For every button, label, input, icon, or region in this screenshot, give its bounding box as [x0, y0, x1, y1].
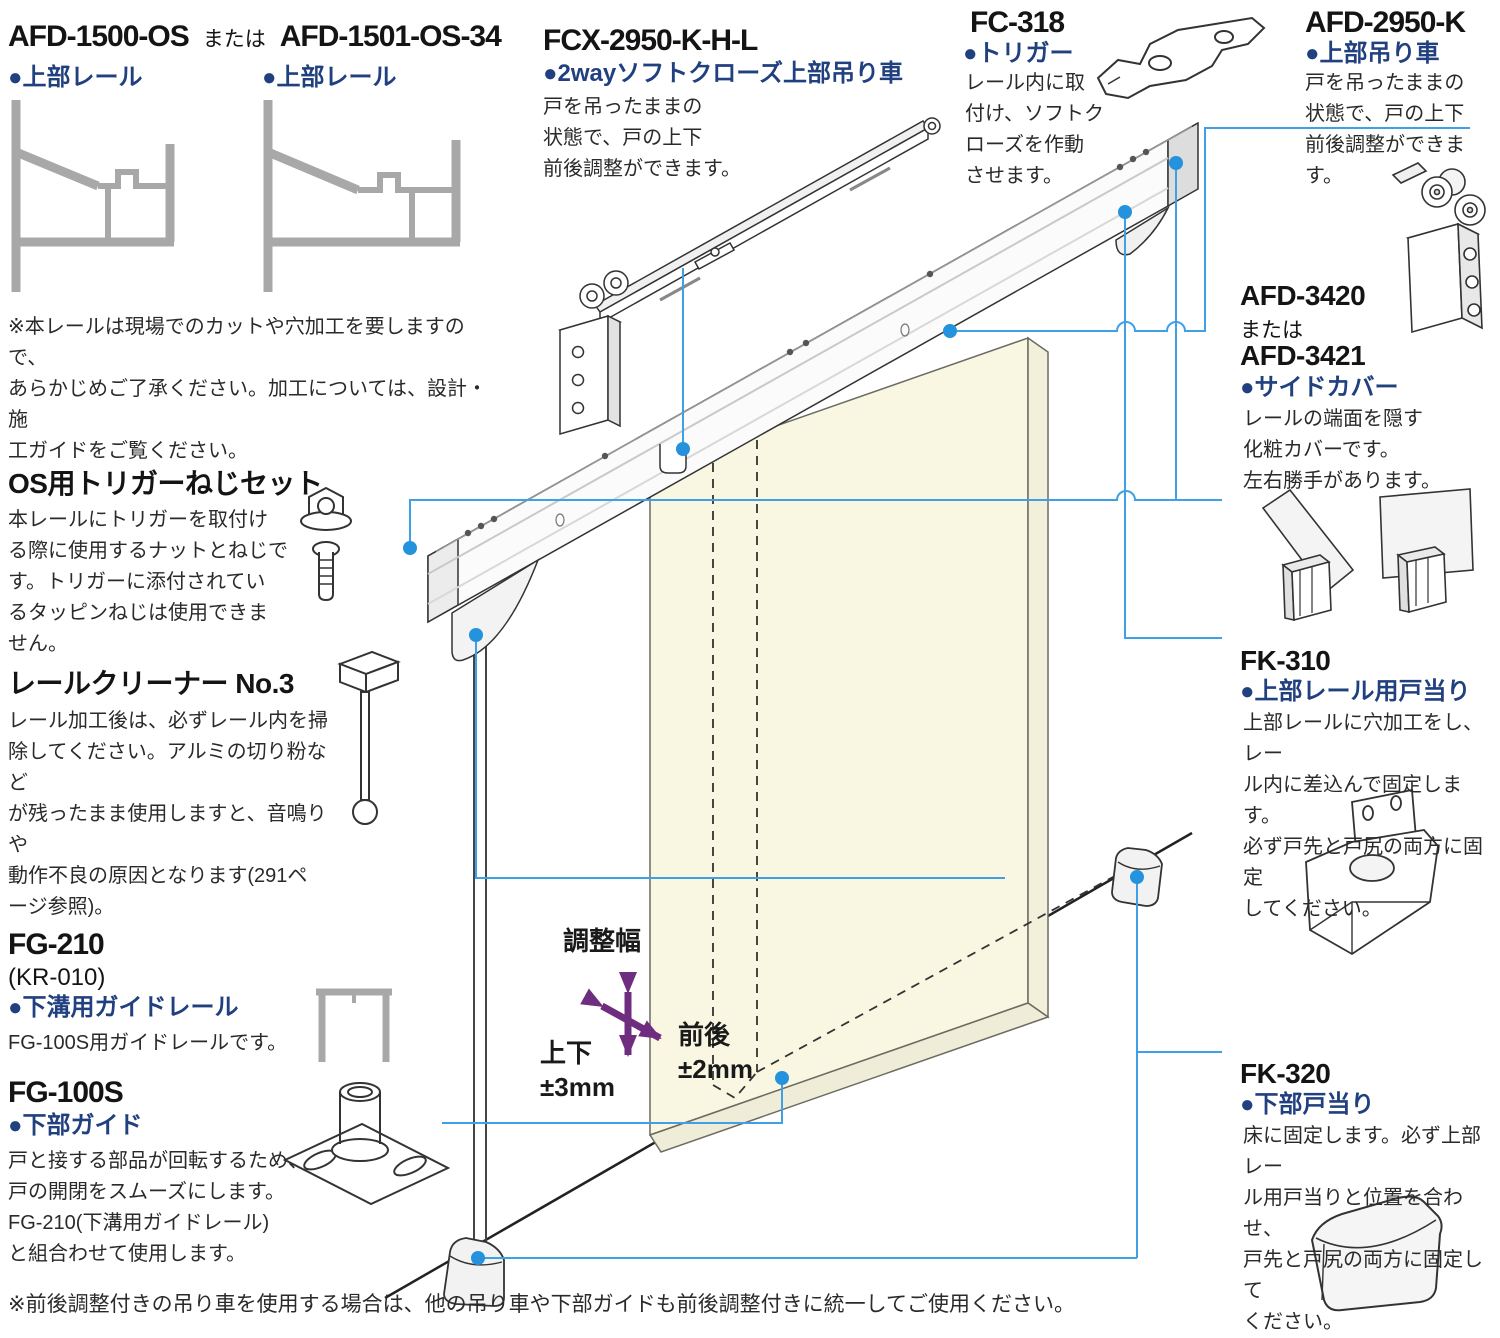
- fk310-part-illustration: [1305, 788, 1439, 956]
- top-rail-subtitle-a: ●上部レール: [8, 64, 143, 91]
- afd2950k-body: 戸を吊ったままの 状態で、戸の上下 前後調整ができま す。: [1305, 72, 1465, 187]
- fk320-subtitle: ●下部戸当り: [1240, 1091, 1375, 1118]
- leader-fk320: [478, 877, 1222, 1259]
- fg210-body: FG-100S用ガイドレールです。: [8, 1032, 288, 1054]
- leader-fk310-left: [475, 635, 1005, 879]
- cleaner-body: レール加工後は、必ずレール内を掃 除してください。アルミの切り粉など が残ったま…: [8, 710, 328, 918]
- afd2950k-subtitle: ●上部吊り車: [1305, 40, 1440, 67]
- top-rail-subtitle-b: ●上部レール: [262, 64, 397, 91]
- model-afd1500: AFD-1500-OS: [8, 20, 190, 53]
- os-trigger-body: 本レールにトリガーを取付け る際に使用するナットとねじで す。トリガーに添付され…: [8, 509, 288, 655]
- lower-guide-rail-illustration: [473, 634, 487, 1246]
- sidecover-subtitle: ●サイドカバー: [1240, 374, 1399, 401]
- fcx-body: 戸を吊ったままの 状態で、戸の上下 前後調整ができます。: [543, 96, 741, 180]
- top-rail-note: ※本レールは現場でのカットや穴加工を要しますので、 あらかじめご了承ください。加…: [8, 316, 487, 462]
- page-footnote: ※前後調整付きの吊り車を使用する場合は、他の吊り車や下部ガイドも前後調整付きに統…: [8, 1293, 1075, 1316]
- side-cover-left-illustration: [1261, 488, 1355, 622]
- fk320-body: 床に固定します。必ず上部レー ル用戸当りと位置を合わせ、 戸先と戸尻の両方に固定…: [1243, 1125, 1483, 1333]
- fk310-heading: FK-310: [1240, 645, 1331, 676]
- leader-fg100s: [442, 1078, 783, 1124]
- cleaner-heading: レールクリーナー No.3: [8, 668, 294, 699]
- sidecover-conj: または: [1240, 319, 1303, 342]
- sidecover-body: レールの端面を隠す 化粧カバーです。 左右勝手があります。: [1243, 408, 1441, 492]
- rail-cleaner-illustration: [337, 650, 401, 825]
- fk320-heading: FK-320: [1240, 1058, 1331, 1089]
- fg100s-body: 戸と接する部品が回転するため、 戸の開閉をスムーズにします。 FG-210(下溝…: [8, 1150, 308, 1265]
- side-cover-right-illustration: [1379, 488, 1474, 614]
- guide-channel-illustration: [316, 988, 392, 1062]
- fg210-heading: FG-210: [8, 928, 105, 961]
- trigger-part-illustration: [1096, 16, 1266, 100]
- floor-stop-bottom: [443, 1237, 505, 1307]
- updown-range-label: 上下 ±3mm: [540, 1038, 615, 1102]
- frontback-arrow: [580, 988, 662, 1042]
- model-afd1501: AFD-1501-OS-34: [279, 20, 502, 53]
- fg100s-heading: FG-100S: [8, 1076, 124, 1109]
- fk310-subtitle: ●上部レール用戸当り: [1240, 678, 1471, 705]
- rail-screws: [464, 148, 1150, 537]
- sidecover-model-a: AFD-3420: [1240, 280, 1366, 311]
- conjunction: または: [202, 28, 266, 51]
- fg100s-subtitle: ●下部ガイド: [8, 1112, 143, 1139]
- top-rail-profile-a-illustration: [11, 100, 175, 292]
- fc318-subtitle: ●トリガー: [963, 40, 1074, 67]
- leader-hanger: [950, 127, 1470, 332]
- fc318-heading: FC-318: [970, 6, 1065, 39]
- top-rail-heading: AFD-1500-OS または AFD-1501-OS-34: [8, 20, 502, 53]
- top-rail-illustration: [427, 121, 1199, 662]
- fcx-heading: FCX-2950-K-H-L: [543, 24, 758, 57]
- adjustment-title: 調整幅: [563, 926, 642, 956]
- bottom-guide-illustration: [282, 1082, 451, 1206]
- fc318-body: レール内に取 付け、ソフトク ローズを作動 させます。: [965, 72, 1104, 187]
- leader-lines: [409, 127, 1470, 1259]
- afd2950k-heading: AFD-2950-K: [1305, 6, 1466, 39]
- leader-fk310-right: [1124, 212, 1222, 639]
- leader-dots: [403, 156, 1183, 1265]
- fk310-body: 上部レールに穴加工をし、レー ル内に差込んで固定します。 必ず戸先と戸尻の両方に…: [1243, 712, 1483, 920]
- nut-screw-illustration: [300, 486, 352, 602]
- adjustment-arrows: [580, 972, 662, 1057]
- sidecover-model-b: AFD-3421: [1240, 340, 1366, 371]
- rail-right-bracket: [1115, 205, 1170, 256]
- fg210-subtitle: ●下溝用ガイドレール: [8, 994, 239, 1021]
- fg210-alias: (KR-010): [8, 964, 106, 991]
- hanger-roller-illustration: [1391, 162, 1486, 334]
- frontback-range-label: 前後 ±2mm: [678, 1020, 753, 1084]
- fk320-part-illustration: [1310, 1195, 1443, 1312]
- fcx-subtitle: ●2wayソフトクローズ上部吊り車: [543, 60, 904, 87]
- top-rail-profile-b-illustration: [263, 100, 461, 292]
- os-trigger-heading: OS用トリガーねじセット: [8, 468, 323, 499]
- door-panel: [648, 336, 1050, 1153]
- door-ghost-outline: [712, 440, 1134, 1100]
